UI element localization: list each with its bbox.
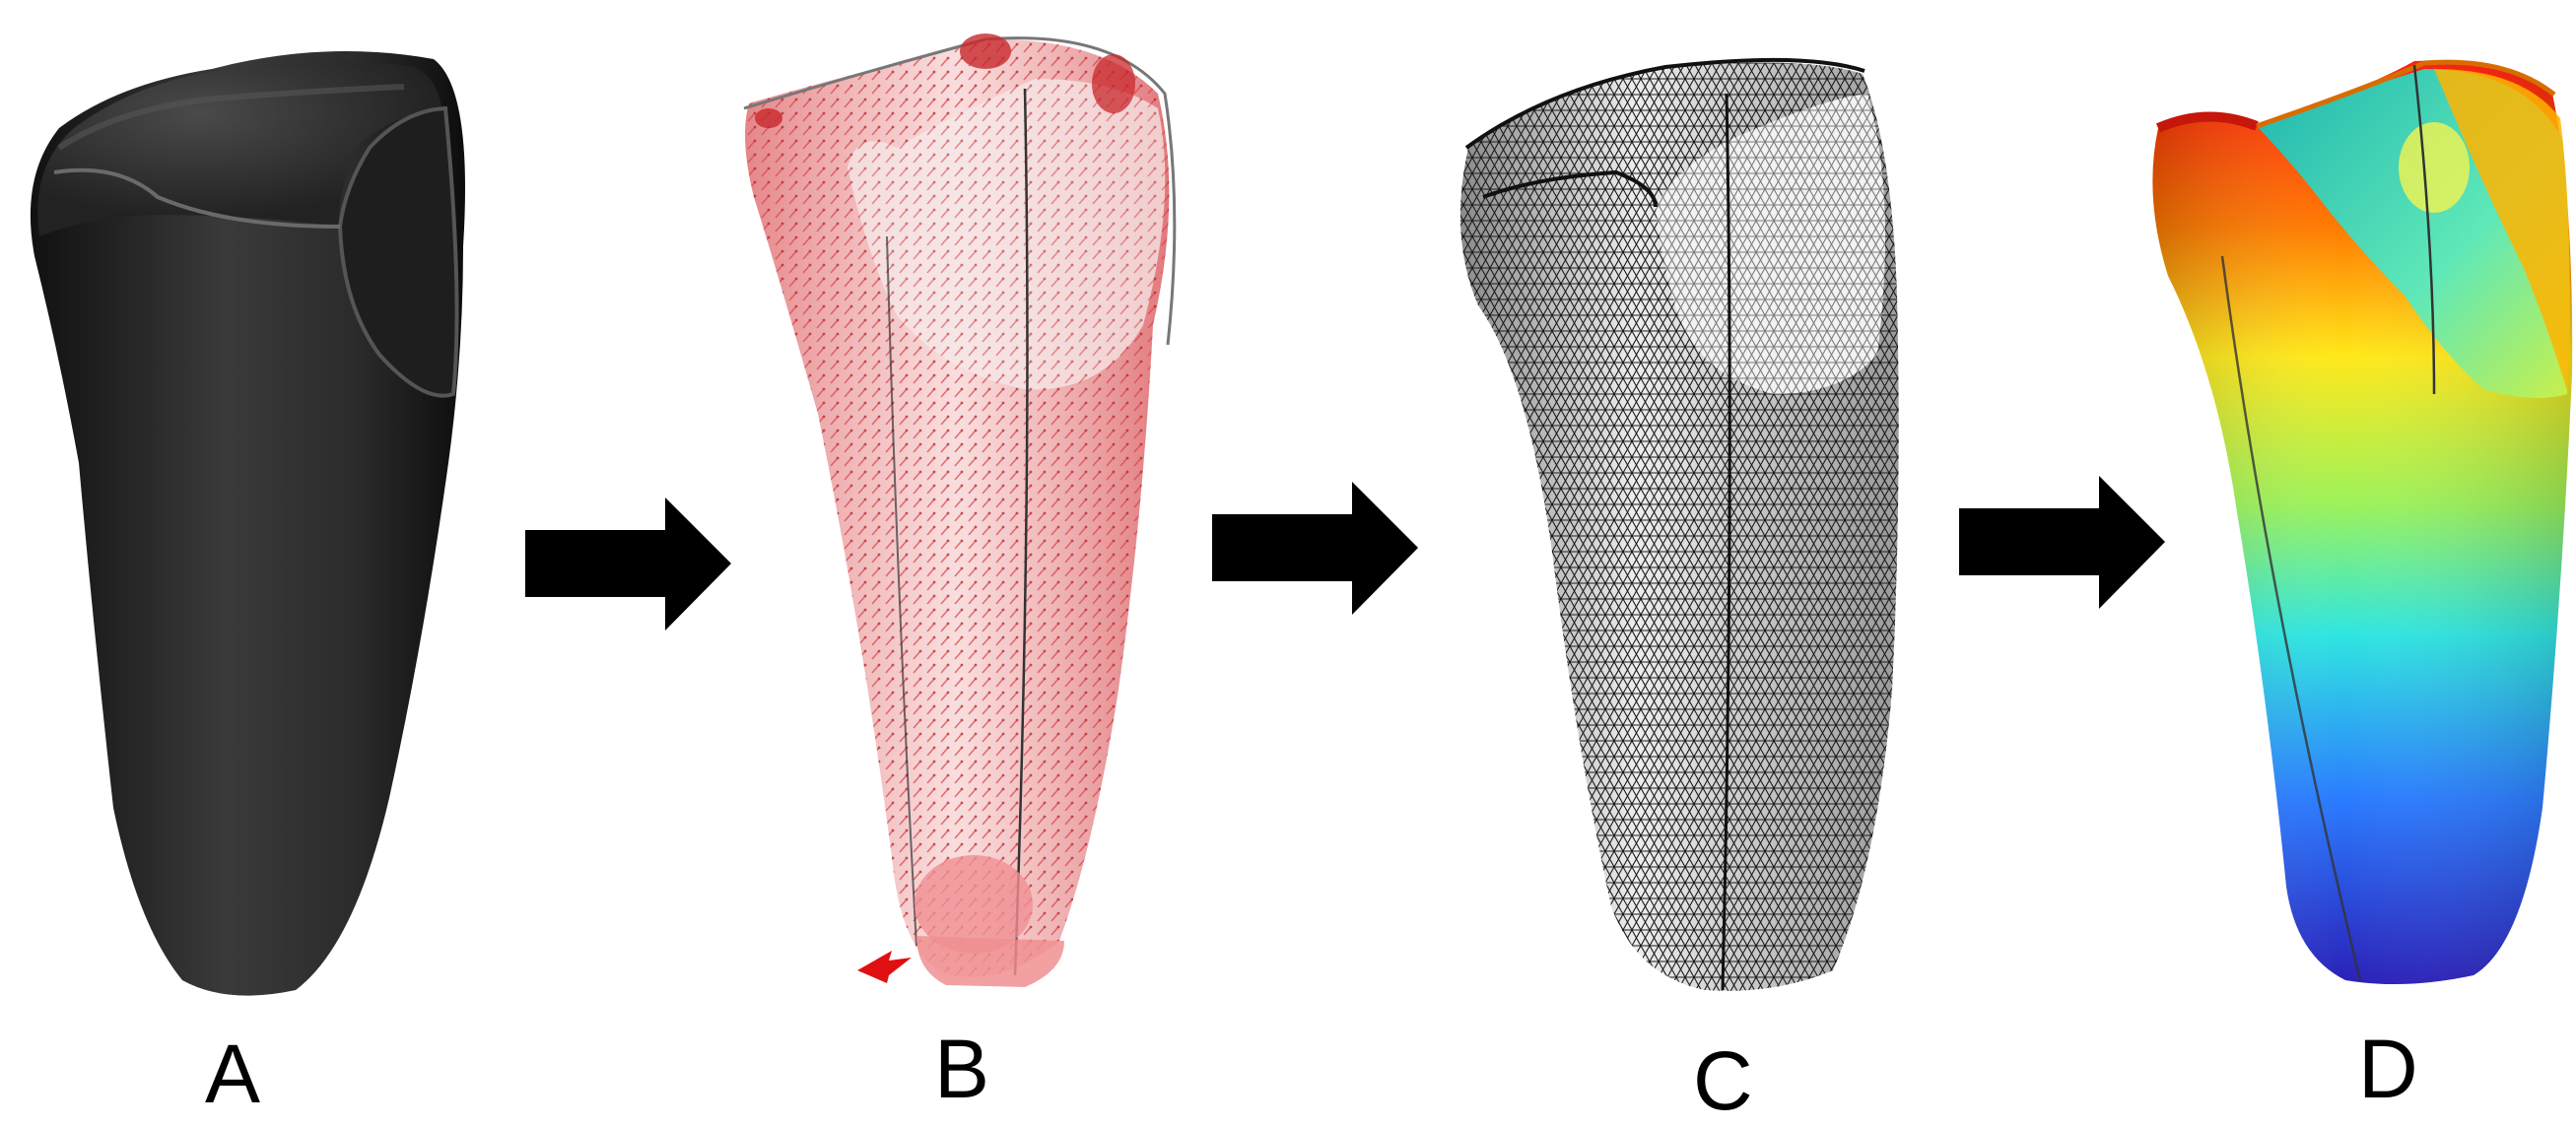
panel-label-c: C (1693, 1039, 1753, 1122)
panel-d-heatmap (2152, 61, 2572, 984)
panel-label-b: B (934, 1028, 989, 1110)
panel-a-socket (31, 51, 465, 996)
panel-b-force-vectors (744, 33, 1175, 987)
panel-label-a: A (205, 1032, 260, 1115)
arrow-2 (1212, 482, 1418, 615)
arrow-3 (1959, 476, 2165, 609)
panel-label-d: D (2358, 1028, 2418, 1110)
panel-c-mesh (1460, 60, 1899, 991)
arrow-1 (525, 497, 731, 630)
